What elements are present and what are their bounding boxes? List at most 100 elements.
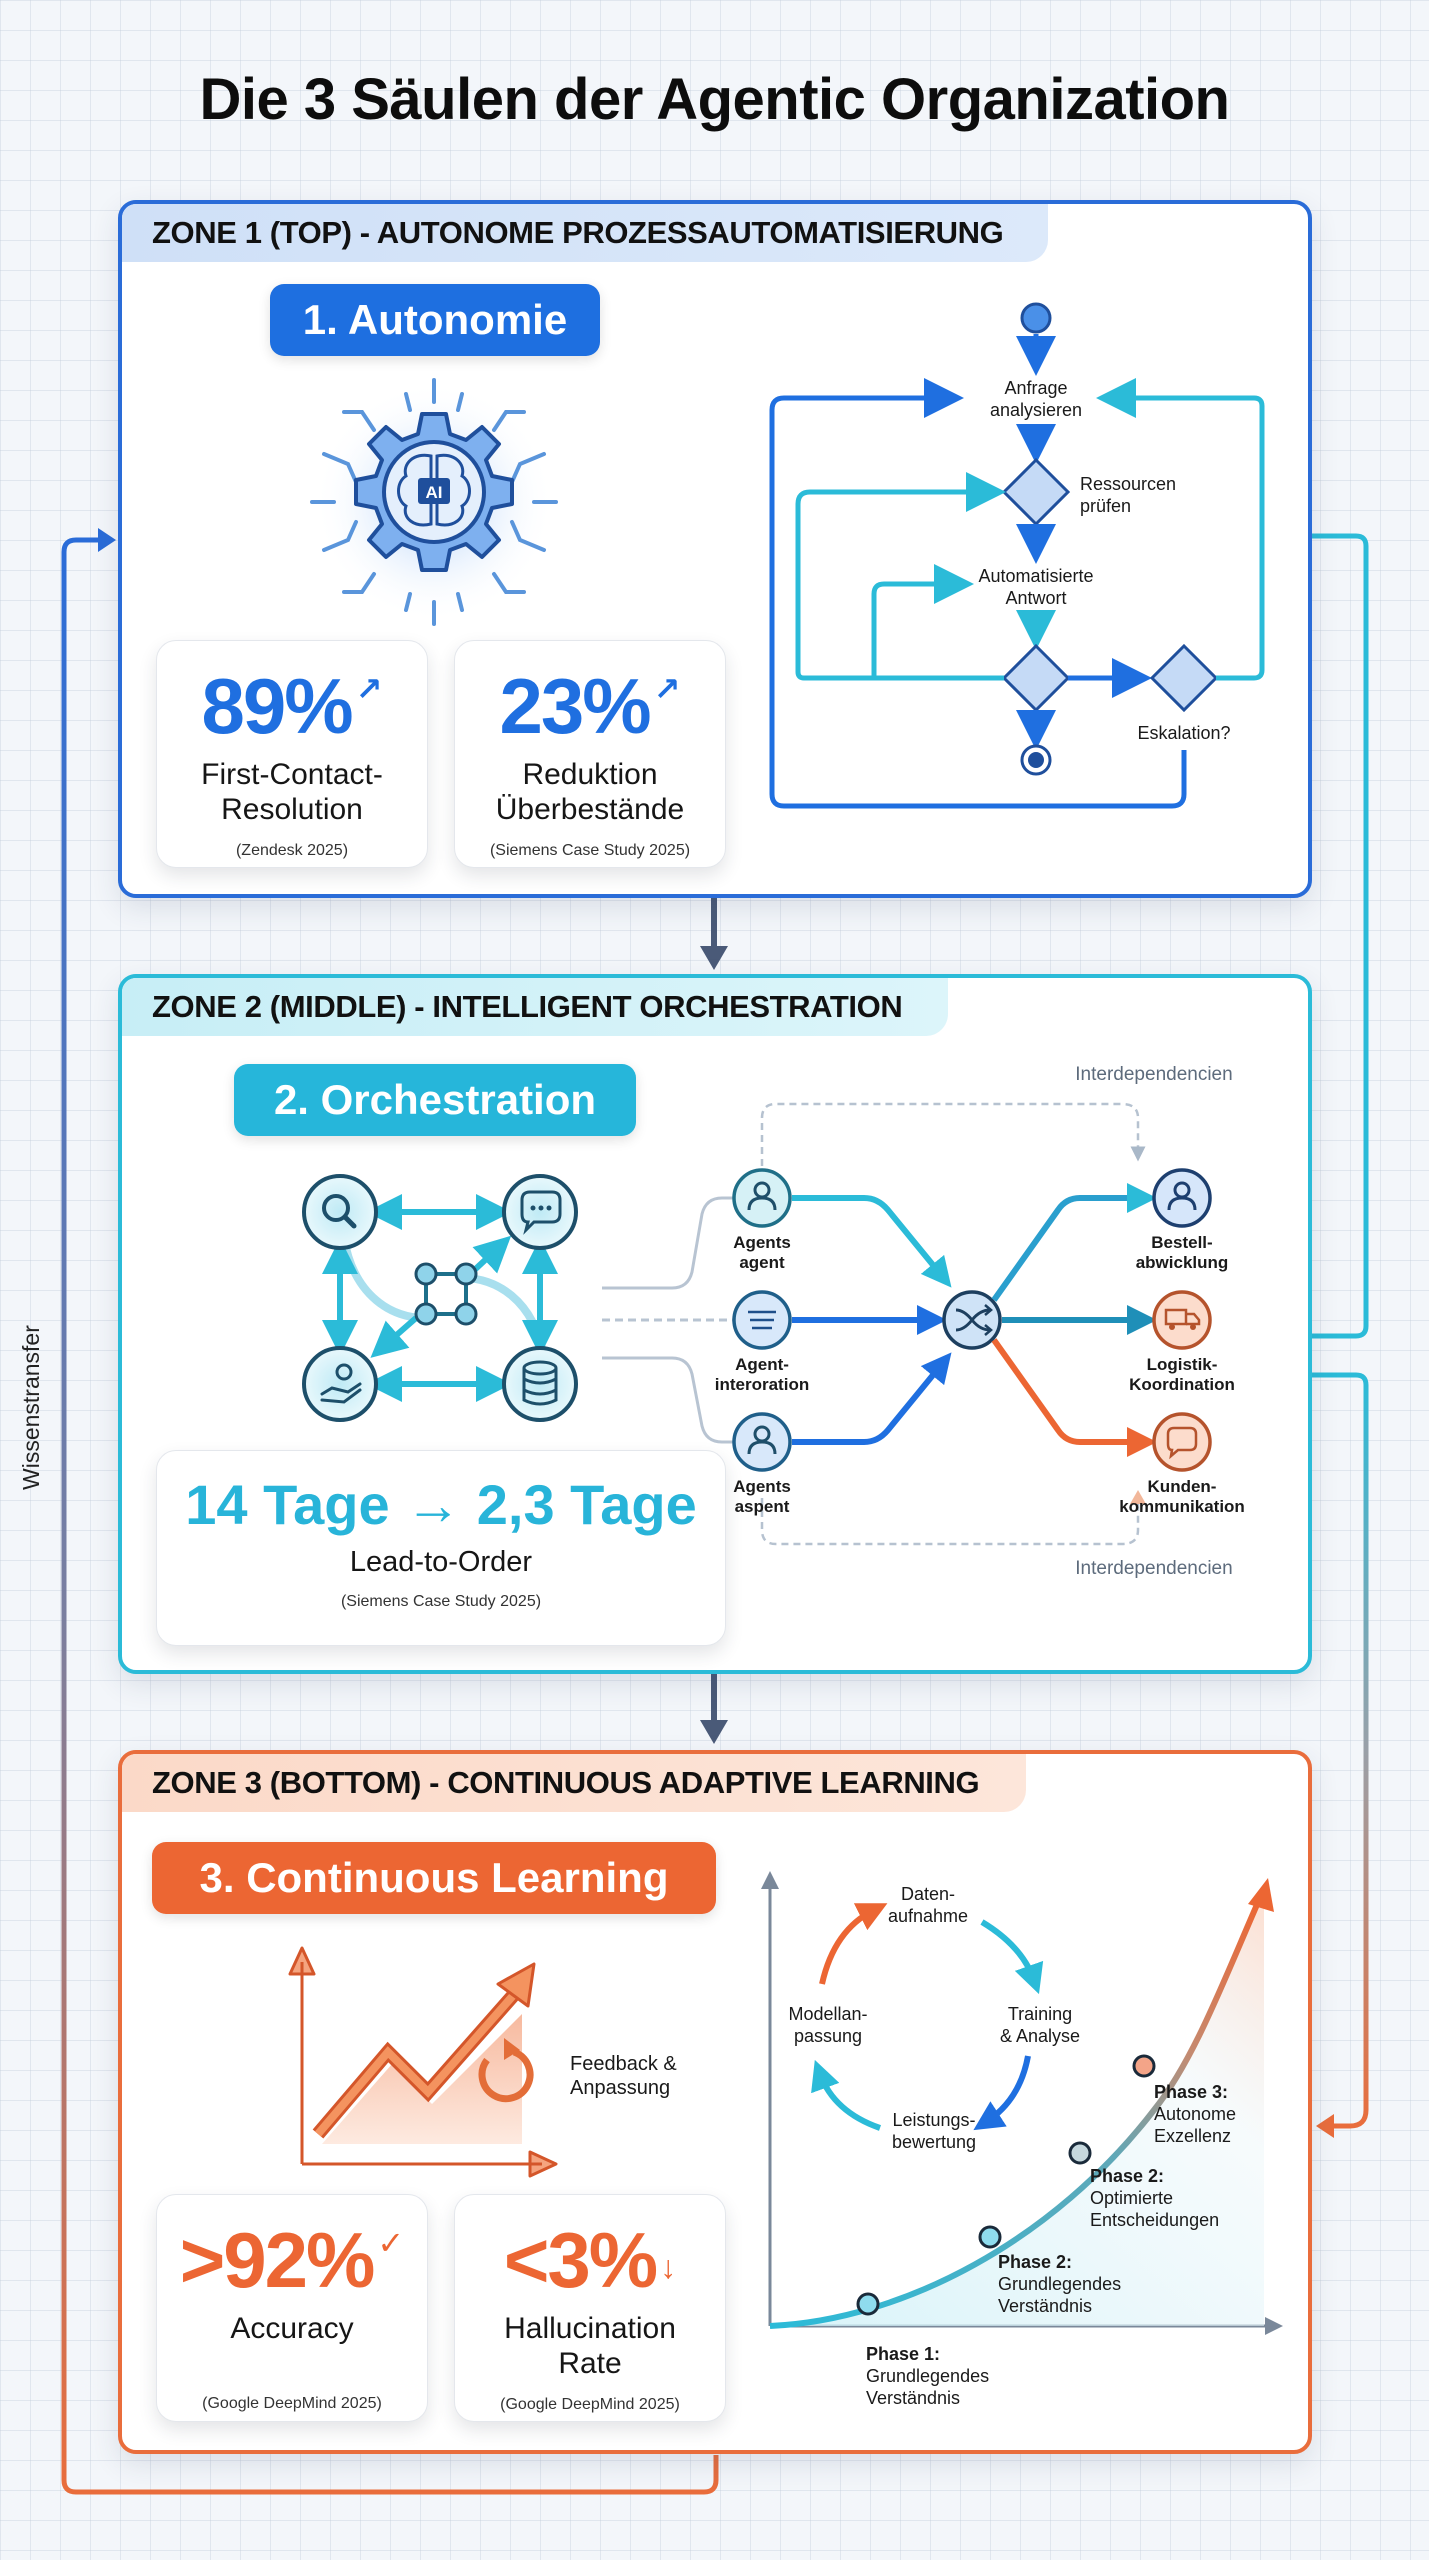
svg-text:Automatisierte: Automatisierte (978, 566, 1093, 586)
phase-2b-point (1068, 2141, 1092, 2165)
pillar-title: 1. Autonomie (270, 284, 600, 356)
order-processing-node (1152, 1168, 1212, 1228)
svg-text:Agents: Agents (733, 1477, 791, 1496)
svg-text:Autonome: Autonome (1154, 2104, 1236, 2124)
zone-header: ZONE 3 (BOTTOM) - CONTINUOUS ADAPTIVE LE… (122, 1754, 1026, 1812)
phase-3-point (1132, 2054, 1156, 2078)
stat-value: >92%✓ (179, 2216, 405, 2304)
svg-text:Anfrage: Anfrage (1004, 378, 1067, 398)
interdependencies-top-label: Interdependencien (1075, 1064, 1232, 1085)
svg-text:Phase 2:: Phase 2: (1090, 2166, 1164, 2186)
interdependencies-bottom-label: Interdependencien (1075, 1558, 1232, 1579)
stat-value: 14 Tage → 2,3 Tage (185, 1473, 697, 1536)
agent-network-diagram: Interdependencien Interdependencien (602, 1064, 1245, 1579)
svg-text:Training: Training (1008, 2004, 1072, 2024)
svg-text:Eskalation?: Eskalation? (1137, 723, 1230, 743)
agent-node (732, 1412, 792, 1472)
svg-text:kommunikation: kommunikation (1119, 1497, 1245, 1516)
svg-text:prüfen: prüfen (1080, 496, 1131, 516)
svg-text:Verständnis: Verständnis (998, 2296, 1092, 2316)
stat-source: (Zendesk 2025) (235, 841, 349, 859)
svg-text:Koordination: Koordination (1129, 1375, 1235, 1394)
phase-1-point (856, 2292, 880, 2316)
pillar-title: 3. Continuous Learning (152, 1842, 716, 1914)
agent-node (732, 1168, 792, 1228)
svg-text:& Analyse: & Analyse (1000, 2026, 1080, 2046)
zone-3-continuous-learning: ZONE 3 (BOTTOM) - CONTINUOUS ADAPTIVE LE… (118, 1750, 1312, 2454)
svg-text:Daten-: Daten- (901, 1884, 955, 1904)
svg-text:aufnahme: aufnahme (888, 1906, 968, 1926)
svg-text:Grundlegendes: Grundlegendes (866, 2366, 989, 2386)
stat-source: (Google DeepMind 2025) (500, 2395, 680, 2413)
start-node (1020, 302, 1052, 334)
truck-icon (1152, 1290, 1212, 1350)
arrow-down-icon (700, 1720, 728, 1744)
decision-node (1001, 457, 1071, 527)
svg-text:Ressourcen: Ressourcen (1080, 474, 1176, 494)
svg-text:abwicklung: abwicklung (1136, 1253, 1229, 1272)
learning-curve-chart: Phase 1: Grundlegendes Verständnis Phase… (761, 1871, 1283, 2408)
arrow-down-icon (700, 946, 728, 970)
svg-text:Modellan-: Modellan- (788, 2004, 867, 2024)
ai-gear-brain-icon: AI (310, 378, 558, 626)
zone-2-orchestration: ZONE 2 (MIDDLE) - INTELLIGENT ORCHESTRAT… (118, 974, 1312, 1674)
svg-text:analysieren: analysieren (990, 400, 1082, 420)
page-title: Die 3 Säulen der Agentic Organization (199, 67, 1230, 132)
svg-text:Bestell-: Bestell- (1151, 1233, 1212, 1252)
stat-value: <3%↓ (503, 2216, 677, 2304)
growth-chart-icon (288, 1946, 558, 2178)
customer-chat-icon (1152, 1412, 1212, 1472)
feedback-label: Feedback & Anpassung (570, 2053, 677, 2099)
svg-text:Exzellenz: Exzellenz (1154, 2126, 1231, 2146)
hand-service-icon (302, 1346, 378, 1422)
svg-text:Agent-: Agent- (735, 1355, 789, 1374)
stat-card-hallucination: <3%↓ Hallucination Rate (Google DeepMind… (454, 2194, 726, 2422)
search-icon (302, 1174, 378, 1250)
svg-text:agent: agent (739, 1253, 785, 1272)
stat-source: (Google DeepMind 2025) (202, 2395, 382, 2413)
svg-text:Phase 3:: Phase 3: (1154, 2082, 1228, 2102)
svg-text:Logistik-: Logistik- (1147, 1355, 1218, 1374)
svg-text:Entscheidungen: Entscheidungen (1090, 2210, 1219, 2230)
svg-text:AI: AI (426, 483, 443, 502)
svg-text:Phase 1:: Phase 1: (866, 2344, 940, 2364)
arrow-right-icon (98, 528, 116, 552)
svg-text:Verständnis: Verständnis (866, 2388, 960, 2408)
svg-text:interoration: interoration (715, 1375, 809, 1394)
stat-value: 23%↗ (499, 662, 681, 750)
cycle-arrow (811, 2059, 881, 2131)
svg-text:Kunden-: Kunden- (1148, 1477, 1217, 1496)
zone-1-autonomie: ZONE 1 (TOP) - AUTONOME PROZESSAUTOMATIS… (118, 200, 1312, 898)
trend-up-icon: ↗ (355, 671, 383, 707)
cycle-arrow (819, 1903, 888, 1985)
phase-2-point (978, 2225, 1002, 2249)
process-flowchart: Anfrage analysieren Ressourcen prüfen Au… (769, 302, 1265, 809)
decision-node (1001, 643, 1071, 713)
refresh-icon (478, 2048, 534, 2103)
orchestration-network-icon (302, 1174, 578, 1422)
zone-header: ZONE 1 (TOP) - AUTONOME PROZESSAUTOMATIS… (122, 204, 1048, 262)
stat-source: (Siemens Case Study 2025) (489, 841, 691, 859)
svg-text:aspent: aspent (735, 1497, 790, 1516)
side-label-wissenstransfer: Wissenstransfer (18, 1325, 44, 1490)
cycle-arrow (980, 1919, 1044, 1995)
stat-card-accuracy: >92%✓ Accuracy (Google DeepMind 2025) (156, 2194, 428, 2422)
svg-text:Optimierte: Optimierte (1090, 2188, 1173, 2208)
check-icon: ✓ (377, 2225, 405, 2261)
chat-icon (502, 1174, 578, 1250)
pillar-title: 2. Orchestration (234, 1064, 636, 1136)
svg-text:Phase 2:: Phase 2: (998, 2252, 1072, 2272)
stat-value: 89%↗ (201, 662, 383, 750)
trend-up-icon: ↗ (653, 671, 681, 707)
svg-text:bewertung: bewertung (892, 2132, 976, 2152)
agent-interaction-node (732, 1290, 792, 1350)
svg-text:passung: passung (794, 2026, 862, 2046)
stat-card-reduktion: 23%↗ Reduktion Überbestände (Siemens Cas… (454, 640, 726, 868)
zone-header: ZONE 2 (MIDDLE) - INTELLIGENT ORCHESTRAT… (122, 978, 948, 1036)
svg-text:Grundlegendes: Grundlegendes (998, 2274, 1121, 2294)
svg-text:Antwort: Antwort (1005, 588, 1066, 608)
stat-card-lead-to-order: 14 Tage → 2,3 Tage Lead-to-Order (Siemen… (156, 1450, 726, 1646)
stat-source: (Siemens Case Study 2025) (340, 1593, 542, 1611)
cycle-arrow (973, 2055, 1031, 2131)
